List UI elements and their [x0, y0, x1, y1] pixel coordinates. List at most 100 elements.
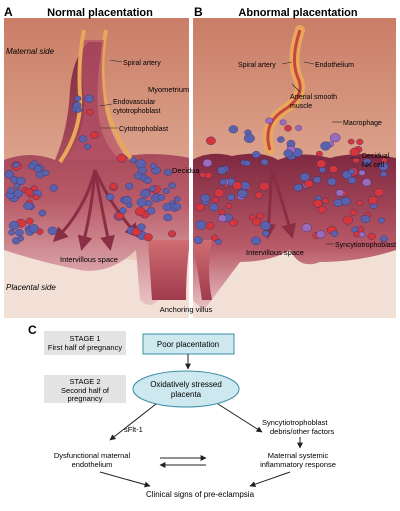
clinical-signs-text: Clinical signs of pre-eclampsia — [146, 490, 255, 499]
panel-b-cells — [193, 117, 389, 246]
arterial-smooth-label-2: muscle — [290, 103, 312, 110]
stage-2-title: STAGE 2 — [69, 377, 100, 386]
tissue-cell — [116, 153, 127, 163]
tissue-cell — [12, 162, 20, 168]
tissue-cell — [327, 177, 337, 186]
endovascular-label-2: cytotrophoblast — [113, 108, 161, 115]
tissue-cell — [251, 236, 261, 246]
tissue-cell — [129, 157, 137, 164]
poor-placentation-text: Poor placentation — [157, 340, 219, 349]
tissue-cell — [47, 226, 58, 235]
tissue-cell — [15, 176, 26, 186]
stage-1-subtitle: First half of pregnancy — [48, 343, 122, 352]
tissue-cell — [260, 158, 269, 166]
stage-2-line-1: Second half of — [61, 386, 110, 395]
tissue-cell — [380, 171, 388, 178]
tissue-cell — [356, 138, 364, 145]
syncytiotrophoblast-label: Syncytiotrophoblast — [335, 242, 396, 249]
myometrium-label: Myometrium — [148, 85, 189, 94]
systemic-text-1: Maternal systemic — [268, 451, 329, 460]
tissue-cell — [193, 236, 203, 245]
decidual-nk-label-2: NK cell — [362, 162, 385, 169]
tissue-cell — [335, 189, 345, 197]
oxidative-text-2: placenta — [171, 390, 202, 399]
endothelium-label: Endothelium — [315, 62, 354, 69]
syncytio-debris-2: debris/other factors — [270, 427, 334, 436]
tissue-cell — [315, 150, 323, 157]
tissue-cell — [252, 151, 261, 159]
systemic-text-2: inflammatory response — [260, 460, 336, 469]
tissue-cell — [136, 197, 148, 207]
tissue-cell — [256, 212, 265, 220]
tissue-cell — [367, 232, 376, 240]
tissue-cell — [317, 205, 327, 214]
tissue-cell — [254, 191, 263, 199]
tissue-cell — [237, 189, 248, 198]
anchoring-villus-label: Anchoring villus — [160, 305, 213, 314]
decidual-nk-label-1: Decidual — [362, 153, 390, 160]
tissue-cell — [209, 203, 219, 212]
stage-2-line-2: pregnancy — [67, 394, 102, 403]
tissue-cell — [349, 209, 357, 216]
tissue-cell — [114, 211, 124, 220]
tissue-cell — [358, 169, 366, 176]
tissue-cell — [347, 176, 357, 185]
tissue-cell — [378, 217, 385, 224]
tissue-cell — [78, 135, 88, 143]
tissue-cell — [265, 117, 274, 124]
tissue-cell — [211, 234, 219, 242]
tissue-cell — [352, 157, 360, 164]
tissue-cell — [202, 158, 213, 168]
tissue-cell — [173, 203, 182, 211]
panel-b: B Abnormal placentation Spiral artery En… — [192, 5, 396, 318]
tissue-cell — [146, 207, 156, 215]
maternal-side-label: Maternal side — [6, 47, 55, 56]
tissue-cell — [279, 119, 287, 126]
panel-a-intervillous-label: Intervillous space — [60, 255, 118, 264]
panel-a-anchoring-villus — [148, 240, 190, 300]
tissue-cell — [378, 162, 389, 171]
tissue-cell — [219, 178, 227, 186]
panel-a-artery-wall — [100, 29, 134, 162]
panel-b-letter: B — [194, 5, 203, 19]
panel-b-intervillous-label: Intervillous space — [246, 248, 304, 257]
tissue-cell — [4, 170, 14, 179]
tissue-cell — [322, 197, 329, 204]
tissue-cell — [49, 184, 58, 192]
tissue-cell — [168, 230, 177, 238]
tissue-cell — [33, 165, 43, 173]
tissue-cell — [340, 196, 351, 206]
tissue-cell — [362, 178, 372, 187]
panel-b-placental-region — [192, 250, 396, 318]
tissue-cell — [260, 221, 271, 231]
tissue-cell — [8, 229, 16, 236]
tissue-cell — [90, 131, 100, 139]
panel-a-cells — [4, 94, 182, 245]
tissue-cell — [318, 166, 326, 173]
tissue-cell — [299, 172, 310, 182]
panel-b-artery-lumen — [266, 29, 302, 151]
tissue-cell — [213, 188, 225, 198]
oxidative-stress-node — [132, 370, 240, 408]
tissue-cell — [140, 189, 151, 198]
tissue-cell — [313, 176, 322, 184]
tissue-cell — [232, 181, 243, 190]
tissue-cell — [218, 209, 226, 216]
panel-a-artery-lumen — [66, 40, 128, 160]
tissue-cell — [380, 235, 388, 242]
tissue-cell — [134, 172, 143, 180]
tissue-cell — [15, 229, 24, 237]
tissue-cell — [358, 231, 366, 238]
tissue-cell — [122, 195, 132, 204]
tissue-cell — [262, 230, 270, 237]
tissue-cell — [348, 168, 356, 175]
panel-a-title: Normal placentation — [47, 7, 153, 19]
panel-a-spiral-artery — [58, 29, 86, 164]
tissue-cell — [84, 94, 94, 103]
panel-a-letter: A — [4, 5, 13, 19]
tissue-cell — [105, 193, 115, 201]
tissue-cell — [283, 149, 293, 158]
tissue-cell — [363, 158, 372, 166]
tissue-cell — [195, 203, 205, 212]
placental-side-label: Placental side — [6, 283, 56, 292]
